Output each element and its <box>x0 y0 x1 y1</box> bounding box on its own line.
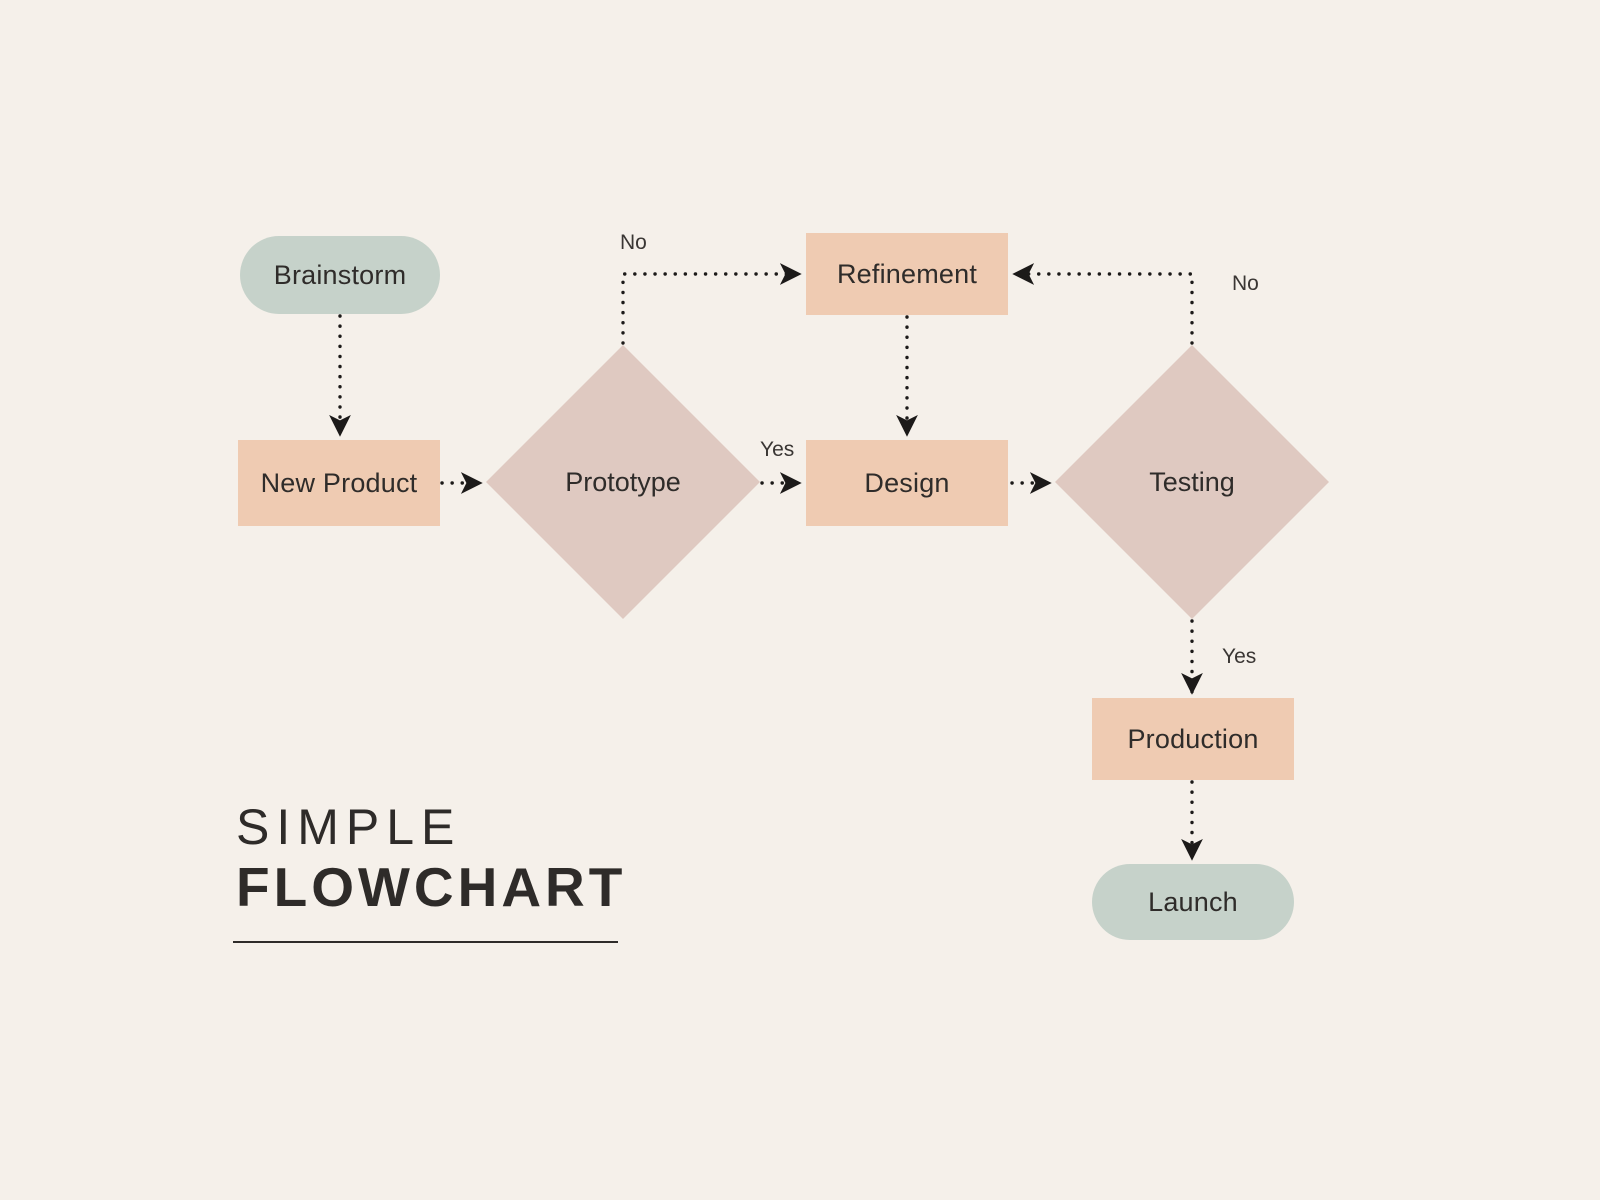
node-label-new-product: New Product <box>260 467 418 498</box>
decision-shape-testing[interactable] <box>1055 345 1329 619</box>
node-new-product[interactable]: New Product <box>238 440 440 526</box>
edge-label-testing-no: No <box>1232 272 1259 295</box>
edge-label-prototype-no: No <box>620 231 647 254</box>
node-brainstorm[interactable]: Brainstorm <box>240 236 440 314</box>
edge-label-prototype-yes: Yes <box>760 438 795 461</box>
title-underline <box>233 941 618 943</box>
node-label-launch: Launch <box>1148 886 1238 917</box>
title-line-flowchart: FLOWCHART <box>236 856 627 918</box>
title-block: SIMPLE FLOWCHART <box>236 798 626 919</box>
edge-label-testing-yes: Yes <box>1222 645 1257 668</box>
node-label-refinement: Refinement <box>836 258 978 289</box>
node-label-brainstorm: Brainstorm <box>273 259 407 290</box>
node-label-design: Design <box>864 467 950 498</box>
node-production[interactable]: Production <box>1092 698 1294 780</box>
node-label-production: Production <box>1127 723 1259 754</box>
node-launch[interactable]: Launch <box>1092 864 1294 940</box>
decision-shape-prototype[interactable] <box>486 345 760 619</box>
node-design[interactable]: Design <box>806 440 1008 526</box>
node-refinement[interactable]: Refinement <box>806 233 1008 315</box>
title-line-simple: SIMPLE <box>236 799 462 855</box>
